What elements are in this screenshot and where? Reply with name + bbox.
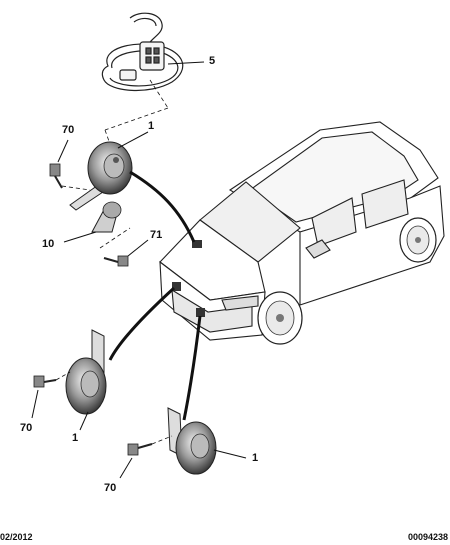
harness-wire <box>108 286 176 361</box>
callout-70: 70 <box>62 124 75 136</box>
bracket-10 <box>91 201 122 233</box>
callout-5: 5 <box>209 55 216 67</box>
callout-70: 70 <box>20 422 33 434</box>
callout-10: 10 <box>42 238 55 250</box>
harness-wire <box>182 315 202 421</box>
leader-line-70-left <box>31 389 39 419</box>
bolt-70-top <box>49 163 63 189</box>
dashed-link <box>99 227 131 249</box>
leader-line-10 <box>63 231 97 243</box>
leader-line-5 <box>167 61 205 65</box>
connector-hood <box>192 240 202 248</box>
horn-left <box>65 329 107 415</box>
bolt-70-bottom <box>127 443 153 456</box>
bolt-70-left <box>33 375 57 388</box>
dashed-link <box>149 79 169 109</box>
horn-right <box>167 407 217 475</box>
rear-wheel <box>399 217 437 263</box>
wiring-harness <box>101 12 184 92</box>
callout-71: 71 <box>150 229 163 241</box>
vehicle-body <box>159 121 445 341</box>
callout-70: 70 <box>104 482 117 494</box>
connector-left <box>172 282 181 291</box>
footer-reference: 00094238 <box>407 532 448 542</box>
horn-top <box>69 141 133 211</box>
harness-wire <box>129 170 196 243</box>
dashed-link <box>55 371 71 381</box>
front-wheel <box>257 291 303 345</box>
bolt-71 <box>103 255 129 267</box>
leader-line-70-bottom <box>119 457 133 479</box>
callout-1: 1 <box>72 432 79 444</box>
leader-line-71 <box>127 239 149 257</box>
dashed-link <box>104 107 169 131</box>
dashed-link <box>151 435 173 445</box>
footer-date: 02/2012 <box>0 532 33 542</box>
leader-line-1-left <box>79 411 89 431</box>
leader-line-1-right <box>213 449 247 459</box>
callout-1: 1 <box>148 120 155 132</box>
leader-line-1-top <box>117 131 149 149</box>
callout-1: 1 <box>252 452 259 464</box>
leader-line-70-top <box>57 139 69 163</box>
connector-center <box>196 308 205 317</box>
dashed-link <box>61 185 91 191</box>
